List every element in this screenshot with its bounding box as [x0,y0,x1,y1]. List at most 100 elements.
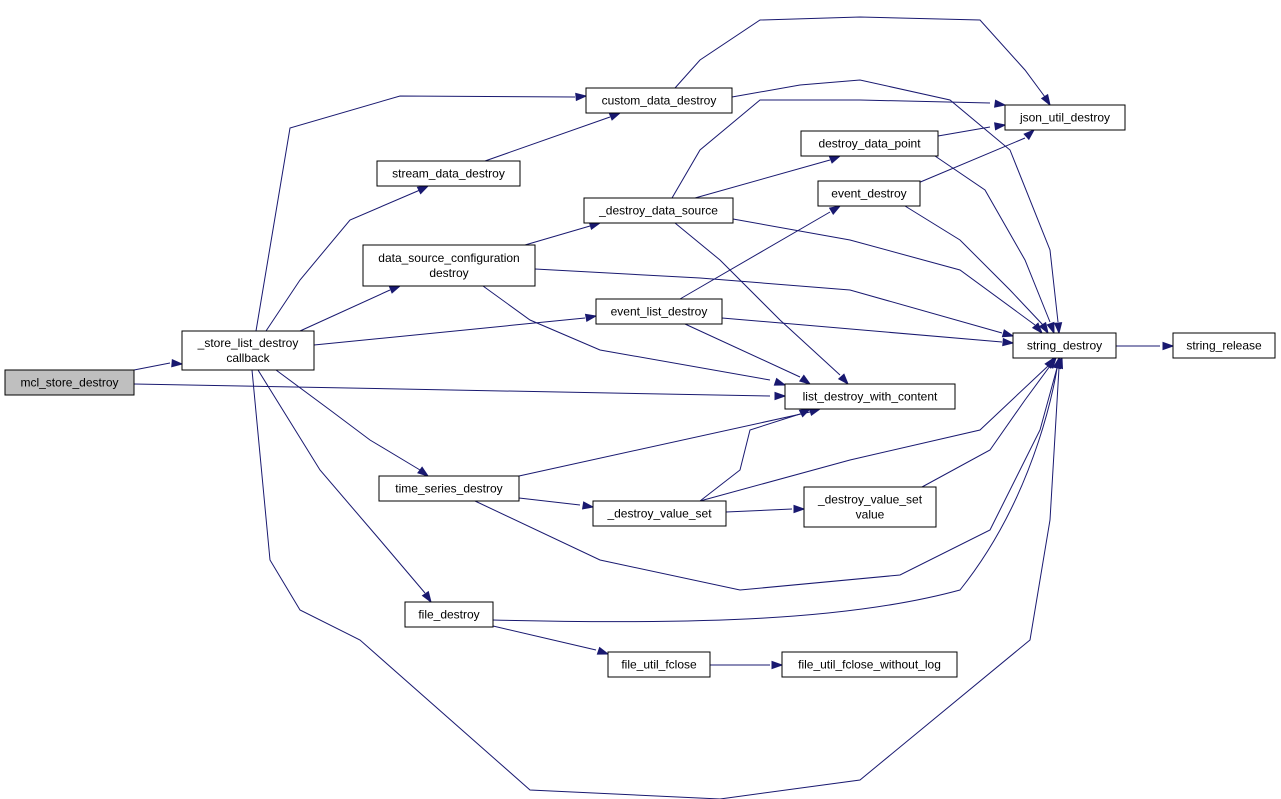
node-box [4,369,135,396]
node-label: list_destroy_with_content [803,390,938,404]
edge-custom-data-destroy-to-json-util-destroy [674,16,1051,107]
edge-custom-data-destroy-to-string-destroy [731,79,1063,335]
arrowhead-icon [1162,341,1175,351]
edge-line [275,369,421,471]
node-time-series-destroy[interactable]: time_series_destroy [378,475,520,502]
node-event-list-destroy[interactable]: event_list_destroy [595,298,723,325]
node-list-destroy-with-content[interactable]: list_destroy_with_content [784,383,956,410]
arrowhead-icon [793,504,806,514]
edge-line [674,222,841,376]
edge-data-source-configuration-destroy-to-destroy-data-source [524,221,602,246]
edge-event-list-destroy-to-event-destroy [679,205,842,300]
edge-line [934,155,1051,323]
edge-line [299,289,391,332]
node-destroy-value-set[interactable]: _destroy_value_set [592,500,727,527]
node-label: mcl_store_destroy [20,376,118,390]
edge-time-series-destroy-to-list-destroy-with-content [518,407,822,477]
node-box [362,244,536,287]
node-label: event_destroy [831,187,906,201]
edge-line [674,16,1046,98]
edge-line [492,625,597,651]
arrowhead-icon [837,373,850,386]
node-box [1012,332,1117,359]
node-box [595,298,723,325]
node-label: string_release [1186,339,1262,353]
edge-line [265,189,421,332]
node-file-util-fclose[interactable]: file_util_fclose [607,651,711,678]
edge-event-list-destroy-to-list-destroy-with-content [684,323,812,385]
node-custom-data-destroy[interactable]: custom_data_destroy [585,87,733,114]
node-string-destroy[interactable]: string_destroy [1012,332,1117,359]
arrowhead-icon [421,590,432,604]
arrowhead-icon [596,646,610,655]
node-box [1004,104,1126,131]
arrowhead-icon [388,285,402,294]
edge-line [732,218,1036,326]
node-stream-data-destroy[interactable]: stream_data_destroy [376,160,521,187]
node-string-release[interactable]: string_release [1172,332,1276,359]
edge-file-util-fclose-to-file-util-fclose-without-log [710,660,784,670]
edge-line [518,411,811,477]
arrowhead-icon [575,92,588,102]
node-label: file_util_fclose_without_log [798,658,941,672]
arrowhead-icon [798,408,812,418]
edge-data-source-configuration-destroy-to-string-destroy [534,268,1015,338]
arrowhead-icon [1031,322,1043,335]
arrowhead-icon [581,501,595,510]
arrowhead-icon [798,374,812,385]
edge-destroy-value-set-to-list-destroy-with-content [699,408,812,502]
arrowhead-icon [417,466,430,477]
node-destroy-data-point[interactable]: destroy_data_point [800,130,939,157]
arrowhead-icon [1046,356,1057,369]
edge-line [255,95,576,332]
node-box [181,330,315,371]
edge-line [313,317,586,346]
arrowhead-icon [828,155,842,164]
node-label: string_destroy [1027,339,1102,353]
edge-destroy-data-point-to-json-util-destroy [937,122,1007,137]
node-mcl-store-destroy[interactable]: mcl_store_destroy [4,369,135,396]
edge-mcl-store-destroy-to-list-destroy-with-content [133,383,787,401]
arrowhead-icon [828,205,842,216]
node-label: _store_list_destroy [197,336,299,350]
edge-file-destroy-to-string-destroy [492,356,1062,623]
node-box [378,475,520,502]
arrowhead-icon [588,221,602,231]
node-label: custom_data_destroy [602,94,717,108]
arrowhead-icon [1052,356,1062,370]
edge-line [731,79,1059,323]
edge-line [684,323,801,378]
edge-line [904,205,1044,326]
edge-destroy-data-source-to-string-destroy [732,218,1043,335]
edge-line [921,365,1051,488]
node-label: _destroy_data_source [598,204,718,218]
node-label: file_util_fclose [621,658,697,672]
nodes-layer: mcl_store_destroy _store_list_destroycall… [4,87,1276,678]
node-file-destroy[interactable]: file_destroy [404,601,494,628]
edge-line [917,137,1026,184]
node-box [592,500,727,527]
node-destroy-data-source[interactable]: _destroy_data_source [583,197,734,224]
edge-event-destroy-to-string-destroy [904,205,1049,335]
edge-store-list-destroy-callback-to-custom-data-destroy [255,92,588,332]
edge-event-destroy-to-json-util-destroy [917,128,1036,184]
arrowhead-icon [994,122,1007,131]
node-label: destroy_data_point [818,137,921,151]
node-label: data_source_configuration [378,251,519,265]
edge-time-series-destroy-to-destroy-value-set [518,497,595,510]
node-box [376,160,521,187]
arrowhead-icon [774,391,787,401]
arrowhead-icon [171,358,184,368]
node-box [803,486,937,528]
node-json-util-destroy[interactable]: json_util_destroy [1004,104,1126,131]
node-box [1172,332,1276,359]
node-event-destroy[interactable]: event_destroy [817,180,921,207]
arrowhead-icon [608,112,622,121]
edge-line [937,126,991,137]
edge-line [492,367,1058,623]
node-file-util-fclose-without-log[interactable]: file_util_fclose_without_log [781,651,958,678]
